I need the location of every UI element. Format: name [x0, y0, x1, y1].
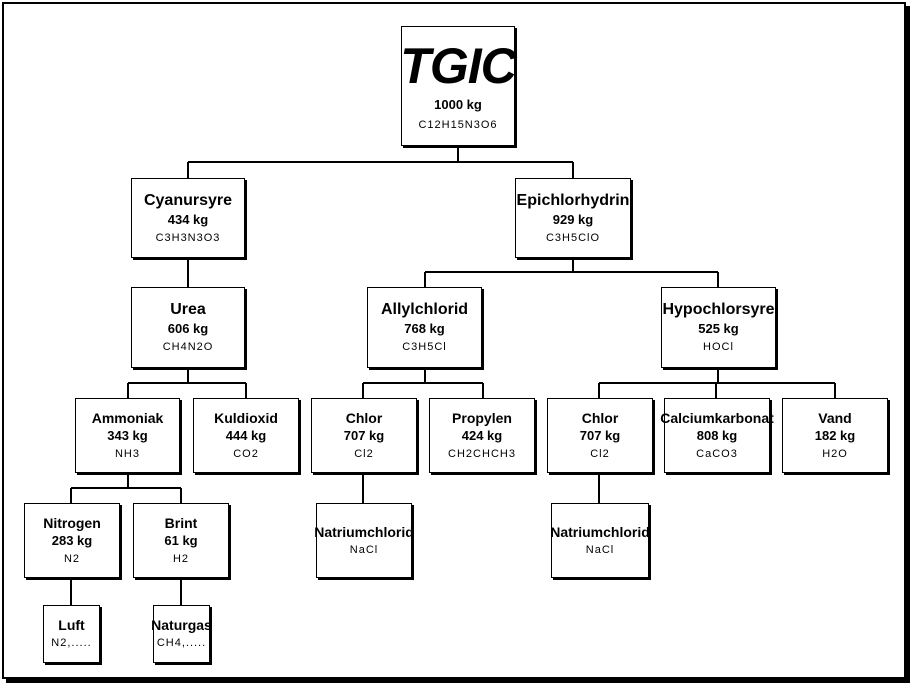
node-kuldioxid-formula: CO2 [233, 447, 259, 460]
node-chlor-a-formula: Cl2 [354, 447, 374, 460]
node-allylchlorid: Allylchlorid 768 kg C3H5Cl [367, 287, 482, 368]
node-hypochlorsyre-formula: HOCl [703, 341, 734, 353]
node-nitrogen-name: Nitrogen [43, 514, 101, 531]
node-allylchlorid-name: Allylchlorid [380, 301, 469, 318]
node-hypochlorsyre: Hypochlorsyre 525 kg HOCl [661, 287, 776, 368]
node-urea-mass: 606 kg [167, 321, 209, 336]
node-allylchlorid-formula: C3H5Cl [402, 341, 447, 353]
node-natriumchlorid-a-name: Natriumchlorid [314, 523, 414, 540]
node-luft-formula: N2,..... [51, 637, 92, 649]
node-epichlorhydrin-formula: C3H5ClO [545, 231, 601, 244]
node-chlor-b: Chlor 707 kg Cl2 [547, 398, 653, 473]
node-hypochlorsyre-mass: 525 kg [698, 321, 739, 336]
node-propylen-formula: CH2CHCH3 [448, 447, 516, 460]
node-naturgas-name: Naturgas [151, 617, 212, 633]
node-kuldioxid-mass: 444 kg [225, 427, 267, 443]
node-chlor-b-name: Chlor [581, 409, 619, 426]
node-calciumkarbonat: Calciumkarbonat 808 kg CaCO3 [660, 398, 774, 473]
node-urea-formula: CH4N2O [162, 341, 214, 353]
node-propylen-name: Propylen [452, 409, 512, 426]
node-ammoniak-mass: 343 kg [107, 427, 148, 443]
node-tgic: TGIC 1000 kg C12H15N3O6 [400, 26, 517, 146]
node-natriumchlorid-b: Natriumchlorid NaCl [550, 503, 650, 578]
node-calciumkarbonat-name: Calciumkarbonat [660, 409, 774, 426]
node-vand-name: Vand [818, 409, 852, 426]
node-calciumkarbonat-formula: CaCO3 [696, 447, 738, 460]
node-allylchlorid-mass: 768 kg [404, 321, 445, 336]
node-hypochlorsyre-name: Hypochlorsyre [662, 301, 775, 318]
node-cyanursyre: Cyanursyre 434 kg C3H3N3O3 [131, 178, 245, 258]
node-natriumchlorid-b-name: Natriumchlorid [550, 523, 650, 540]
node-kuldioxid: Kuldioxid 444 kg CO2 [193, 398, 299, 473]
node-naturgas: Naturgas CH4,..... [151, 605, 212, 663]
node-cyanursyre-formula: C3H3N3O3 [155, 231, 221, 244]
node-nitrogen: Nitrogen 283 kg N2 [24, 503, 120, 578]
node-epichlorhydrin: Epichlorhydrin 929 kg C3H5ClO [515, 178, 631, 258]
node-vand: Vand 182 kg H2O [782, 398, 888, 473]
node-luft: Luft N2,..... [43, 605, 100, 663]
node-naturgas-formula: CH4,..... [156, 637, 207, 649]
node-chlor-a-name: Chlor [345, 409, 383, 426]
node-ammoniak-formula: NH3 [114, 447, 140, 460]
node-ammoniak: Ammoniak 343 kg NH3 [75, 398, 180, 473]
node-urea: Urea 606 kg CH4N2O [131, 287, 245, 368]
node-tgic-name: TGIC [400, 38, 516, 94]
node-chlor-a: Chlor 707 kg Cl2 [311, 398, 417, 473]
node-chlor-b-formula: Cl2 [590, 447, 610, 460]
node-natriumchlorid-b-formula: NaCl [585, 543, 615, 556]
node-propylen: Propylen 424 kg CH2CHCH3 [429, 398, 535, 473]
node-vand-mass: 182 kg [814, 427, 856, 443]
node-cyanursyre-name: Cyanursyre [143, 191, 233, 209]
node-kuldioxid-name: Kuldioxid [214, 409, 278, 426]
node-nitrogen-formula: N2 [63, 552, 81, 565]
node-calciumkarbonat-mass: 808 kg [696, 427, 738, 443]
node-cyanursyre-mass: 434 kg [167, 211, 209, 227]
node-chlor-a-mass: 707 kg [343, 427, 385, 443]
node-brint-formula: H2 [172, 552, 190, 565]
node-tgic-formula: C12H15N3O6 [418, 119, 498, 131]
node-urea-name: Urea [170, 301, 206, 318]
node-chlor-b-mass: 707 kg [579, 427, 621, 443]
node-brint-name: Brint [164, 514, 198, 531]
node-brint: Brint 61 kg H2 [133, 503, 229, 578]
node-brint-mass: 61 kg [164, 532, 198, 548]
node-vand-formula: H2O [822, 447, 848, 460]
node-ammoniak-name: Ammoniak [91, 409, 164, 426]
node-natriumchlorid-a: Natriumchlorid NaCl [314, 503, 414, 578]
node-epichlorhydrin-mass: 929 kg [552, 211, 594, 227]
node-nitrogen-mass: 283 kg [51, 532, 93, 548]
node-tgic-mass: 1000 kg [434, 97, 482, 112]
node-propylen-mass: 424 kg [461, 427, 503, 443]
node-natriumchlorid-a-formula: NaCl [349, 543, 379, 556]
node-luft-name: Luft [58, 617, 85, 633]
node-epichlorhydrin-name: Epichlorhydrin [516, 191, 630, 209]
